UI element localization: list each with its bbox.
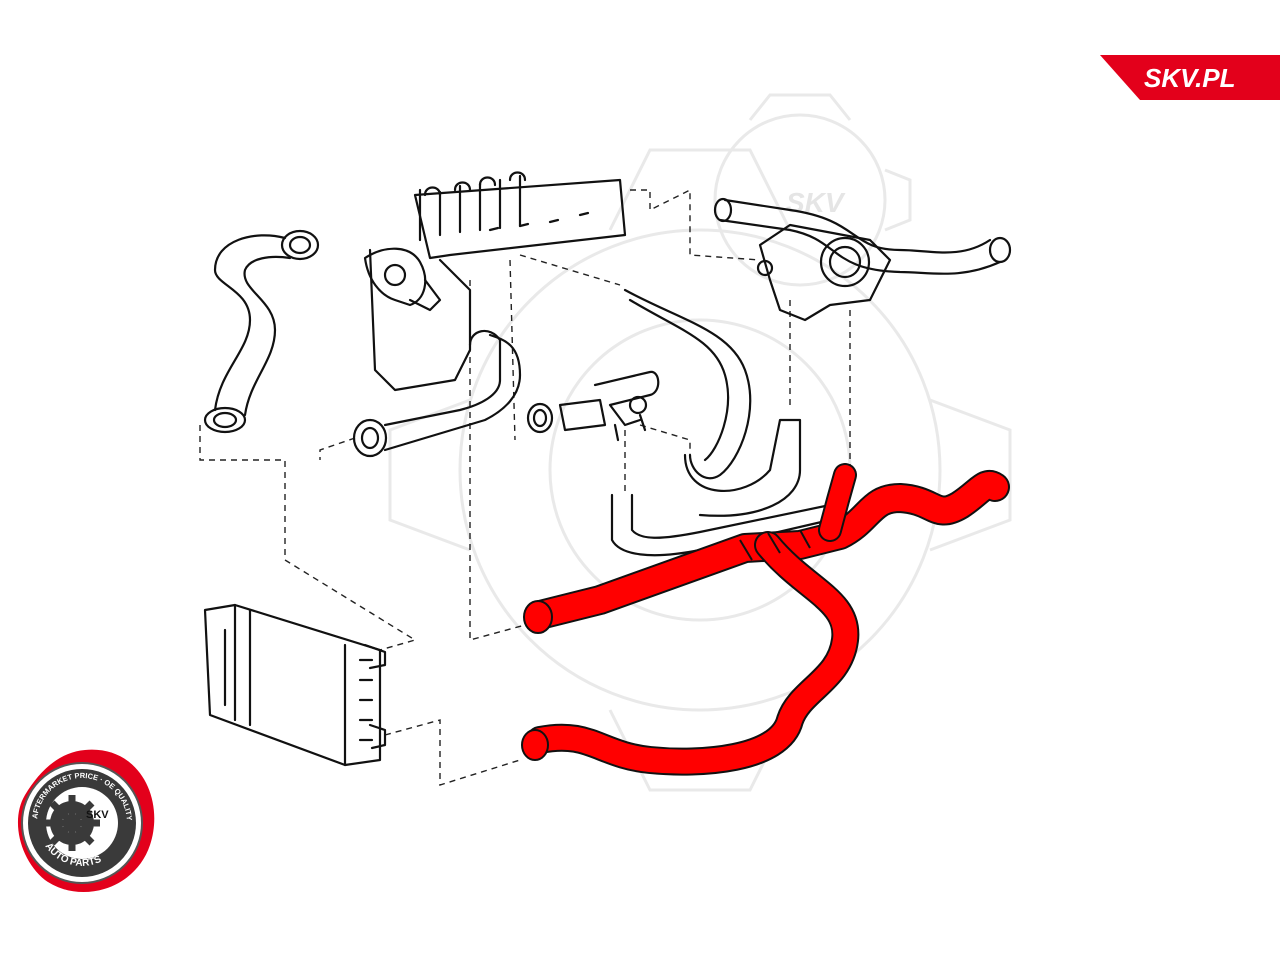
logo-banner (1100, 55, 1280, 100)
thermostat-hose (352, 329, 522, 458)
hose-end-left-lower (521, 729, 549, 761)
radiator (203, 603, 387, 767)
seal-center-text: SKV (86, 809, 109, 821)
upper-radiator-hose (203, 229, 320, 434)
highlighted-hose-assembly (521, 463, 1010, 776)
watermark-gear-large (388, 148, 1012, 792)
highlighted-hose-stub (820, 465, 855, 540)
watermark-text: SKV (786, 187, 846, 218)
throttle-hose (713, 197, 1012, 322)
brand-logo: SKV.PL (1100, 55, 1280, 100)
engine-block (363, 171, 627, 392)
gear-icon (44, 795, 100, 851)
highlighted-hose-main (527, 472, 1008, 628)
brand-seal: SKV AFTERMARKET PRICE · OE QUALITY AUTO … (17, 749, 155, 893)
hose-end-left-upper (523, 600, 553, 634)
control-valve (526, 370, 660, 442)
logo-text: SKV.PL (1144, 63, 1236, 93)
watermark-gear-small: SKV (713, 93, 912, 287)
connection-lines (199, 188, 851, 786)
highlighted-hose-branch (528, 533, 858, 774)
